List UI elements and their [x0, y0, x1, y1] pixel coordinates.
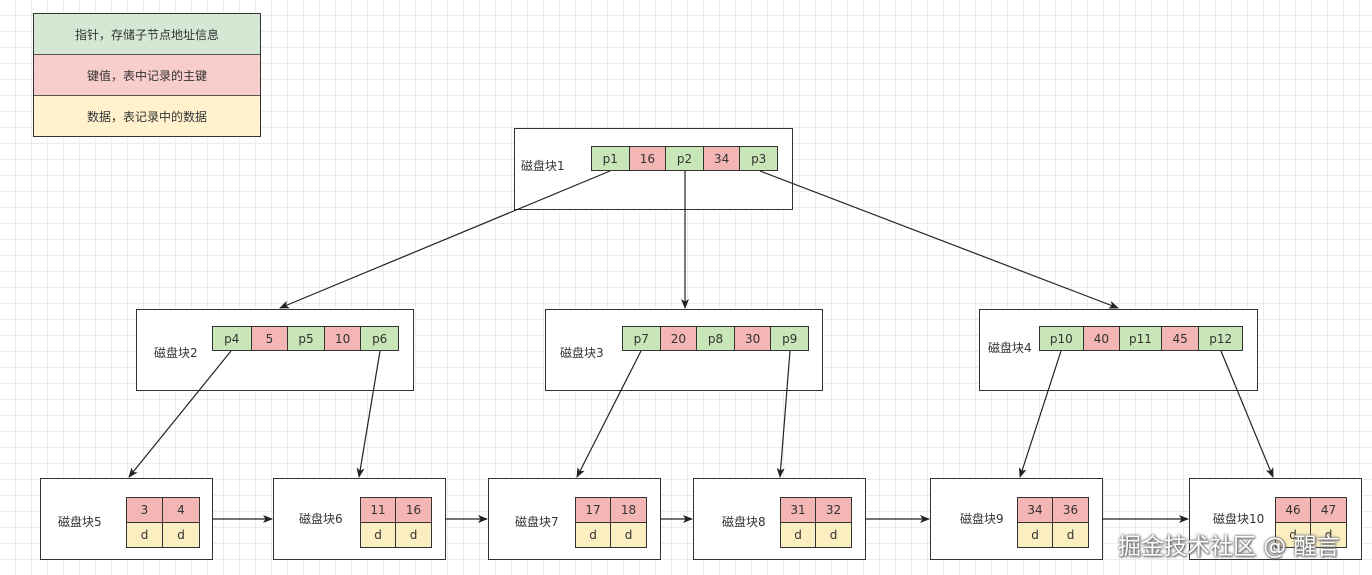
pointer-cell: p10 — [1040, 327, 1084, 350]
data-cell: d — [1311, 523, 1346, 547]
disk-block-1-cells: p1 16 p2 34 p3 — [591, 146, 778, 171]
legend-pointer: 指针，存储子节点地址信息 — [34, 14, 260, 55]
key-cell: 45 — [1161, 327, 1200, 350]
pointer-cell: p12 — [1199, 327, 1242, 350]
key-cell: 5 — [251, 327, 289, 350]
disk-block-9-label: 磁盘块9 — [960, 512, 1004, 526]
disk-block-4-label: 磁盘块4 — [988, 341, 1032, 355]
disk-block-2-label: 磁盘块2 — [154, 346, 198, 360]
data-cell: d — [127, 523, 163, 547]
data-cell: d — [1053, 523, 1088, 547]
key-cell: 46 — [1276, 498, 1311, 522]
pointer-cell: p5 — [288, 327, 325, 350]
disk-block-6-label: 磁盘块6 — [299, 512, 343, 526]
disk-block-7-label: 磁盘块7 — [515, 515, 559, 529]
key-cell: 31 — [781, 498, 816, 522]
key-cell: 40 — [1083, 327, 1121, 350]
key-cell: 30 — [734, 327, 772, 350]
data-cell: d — [1018, 523, 1053, 547]
data-cell: d — [1276, 523, 1311, 547]
pointer-cell: p8 — [697, 327, 735, 350]
key-cell: 11 — [361, 498, 396, 522]
legend-key: 键值，表中记录的主键 — [34, 55, 260, 96]
pointer-cell: p1 — [592, 147, 630, 170]
key-cell: 34 — [703, 147, 741, 170]
pointer-cell: p2 — [666, 147, 704, 170]
disk-block-1-label: 磁盘块1 — [521, 159, 565, 173]
key-cell: 20 — [660, 327, 698, 350]
legend: 指针，存储子节点地址信息 键值，表中记录的主键 数据，表记录中的数据 — [33, 13, 261, 137]
data-cell: d — [576, 523, 611, 547]
pointer-cell: p6 — [361, 327, 398, 350]
disk-block-3-label: 磁盘块3 — [560, 346, 604, 360]
pointer-cell: p7 — [623, 327, 661, 350]
key-cell: 16 — [396, 498, 431, 522]
key-cell: 18 — [611, 498, 646, 522]
data-cell: d — [396, 523, 431, 547]
disk-block-4-cells: p10 40 p11 45 p12 — [1039, 326, 1243, 351]
data-cell: d — [611, 523, 646, 547]
disk-block-8-label: 磁盘块8 — [722, 515, 766, 529]
key-cell: 36 — [1053, 498, 1088, 522]
pointer-cell: p9 — [771, 327, 808, 350]
data-cell: d — [361, 523, 396, 547]
disk-block-10-label: 磁盘块10 — [1213, 512, 1265, 526]
key-cell: 16 — [629, 147, 667, 170]
data-cell: d — [781, 523, 816, 547]
key-cell: 10 — [324, 327, 362, 350]
pointer-cell: p4 — [213, 327, 252, 350]
data-cell: d — [163, 523, 199, 547]
watermark: 掘金技术社区 @ 醒言 — [1118, 534, 1340, 560]
disk-block-3-cells: p7 20 p8 30 p9 — [622, 326, 809, 351]
disk-block-2-cells: p4 5 p5 10 p6 — [212, 326, 399, 351]
disk-block-5-label: 磁盘块5 — [58, 515, 102, 529]
key-cell: 47 — [1311, 498, 1346, 522]
key-cell: 4 — [163, 498, 199, 522]
data-cell: d — [816, 523, 851, 547]
key-cell: 17 — [576, 498, 611, 522]
key-cell: 34 — [1018, 498, 1053, 522]
key-cell: 32 — [816, 498, 851, 522]
pointer-cell: p11 — [1120, 327, 1162, 350]
key-cell: 3 — [127, 498, 163, 522]
legend-data: 数据，表记录中的数据 — [34, 96, 260, 136]
pointer-cell: p3 — [740, 147, 777, 170]
arrow-p3-to-block4 — [759, 170, 1119, 309]
